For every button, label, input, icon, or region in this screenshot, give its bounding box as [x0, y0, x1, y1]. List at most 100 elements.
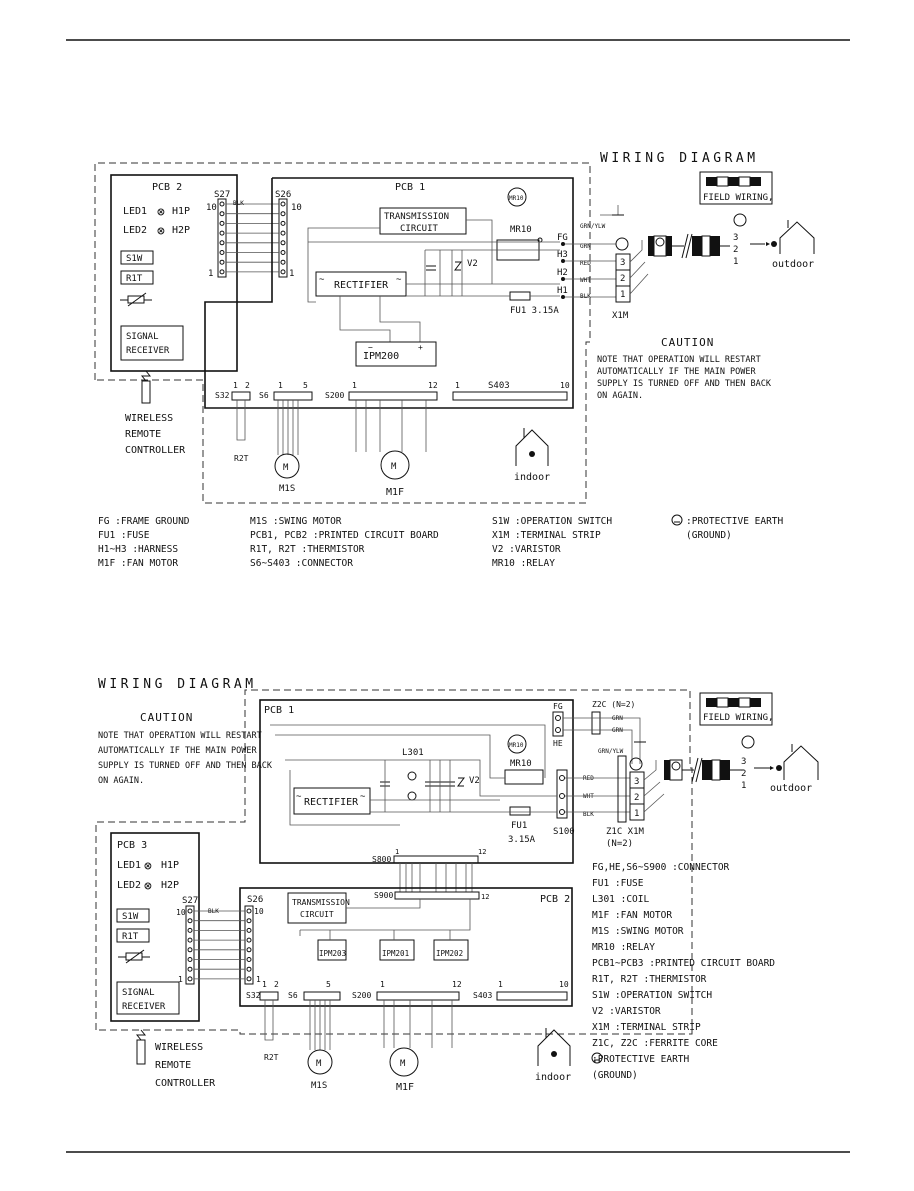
z1c-ferrite-icon [617, 755, 627, 823]
s27-pin [219, 201, 225, 207]
svg-text:(GROUND): (GROUND) [686, 530, 732, 541]
svg-text:1: 1 [634, 809, 639, 819]
bottom-caution-title: CAUTION [140, 711, 193, 724]
svg-text:5: 5 [326, 980, 331, 989]
s26-pin [280, 230, 286, 236]
s27-pin [187, 918, 193, 924]
bottom-mr10-badge: MR10 [509, 742, 524, 749]
thermistor-icon [127, 295, 145, 304]
pcb2-box [110, 174, 238, 372]
svg-text:1: 1 [278, 381, 283, 390]
fu1-label: FU1 3.15A [510, 306, 559, 316]
s27-pin [219, 230, 225, 236]
h2-label: H2 [557, 268, 568, 278]
s26-pin [280, 220, 286, 226]
r2t-label: R2T [234, 454, 249, 463]
z1c-x1m-label: Z1C X1M [606, 827, 645, 837]
bottom-wire-red: RED [583, 775, 594, 782]
s26-pin [246, 966, 252, 972]
svg-text:1: 1 [178, 975, 183, 984]
h1p-label: H1P [172, 206, 190, 217]
pcb1-box [204, 177, 574, 409]
svg-text:SUPPLY IS TURNED OFF AND THEN: SUPPLY IS TURNED OFF AND THEN BACK [98, 761, 273, 771]
s27-pin [187, 947, 193, 953]
ipm202-label: IPM202 [436, 949, 463, 958]
svg-text:1: 1 [208, 269, 213, 279]
bottom-pcb2-box [239, 887, 573, 1007]
svg-text:V2 :VARISTOR: V2 :VARISTOR [592, 1006, 661, 1017]
bottom-rectifier-label: RECTIFIER [304, 797, 359, 808]
bottom-legend: FG,HE,S6~S900 :CONNECTOR FU1 :FUSE L301 … [591, 862, 775, 1081]
s26-pin [246, 918, 252, 924]
bottom-wireless-remote-icon [136, 1039, 146, 1065]
svg-text:M: M [283, 463, 289, 473]
s26-pin [246, 908, 252, 914]
svg-text:1: 1 [289, 269, 294, 279]
s200-connector [348, 391, 438, 401]
bottom-led2-icon: ⊗ [144, 879, 152, 894]
svg-text:REMOTE: REMOTE [125, 429, 161, 440]
bottom-s200-label: S200 [352, 991, 371, 1000]
svg-text:3: 3 [620, 258, 625, 268]
outdoor-label: outdoor [772, 259, 814, 270]
svg-text:X1M :TERMINAL STRIP: X1M :TERMINAL STRIP [592, 1022, 701, 1033]
s100-connector [556, 769, 568, 819]
svg-text:AUTOMATICALLY IF THE MAIN POWE: AUTOMATICALLY IF THE MAIN POWER [98, 746, 258, 756]
svg-text:M1F :FAN MOTOR: M1F :FAN MOTOR [592, 910, 672, 921]
m1s-motor-icon [274, 453, 300, 479]
svg-text:2: 2 [620, 274, 625, 284]
svg-text:PCB1~PCB3 :PRINTED CIRCUIT: PCB1~PCB3 :PRINTED CIRCUIT BOARD [592, 958, 775, 969]
z2c-label: Z2C (N=2) [592, 700, 635, 709]
svg-text:MR10 :RELAY: MR10 :RELAY [592, 942, 655, 953]
svg-text:GRN: GRN [612, 727, 623, 734]
s27-pin [187, 908, 193, 914]
svg-text:(GROUND): (GROUND) [592, 1070, 638, 1081]
ipm203-label: IPM203 [319, 949, 346, 958]
s27-pin [187, 966, 193, 972]
s6-connector [273, 391, 313, 401]
bottom-indoor-house-icon [537, 1029, 571, 1066]
svg-text:1: 1 [352, 381, 357, 390]
bottom-caution-text: NOTE THAT OPERATION WILL RESTART [98, 731, 262, 741]
s27-pin [219, 211, 225, 217]
svg-text:1: 1 [233, 381, 238, 390]
top-title: WIRING DIAGRAM [600, 151, 759, 166]
svg-text:1: 1 [256, 975, 261, 984]
pcb1-label: PCB 1 [395, 182, 425, 193]
bottom-m1f-label: M1F [396, 1082, 414, 1093]
bottom-wire-blk: BLK [583, 811, 594, 818]
bottom-field-wiring-label: FIELD WIRING, [703, 713, 773, 723]
bottom-wiring-diagram: WIRING DIAGRAM CAUTION NOTE THAT OPERATI… [95, 677, 819, 1093]
s27-pin [219, 240, 225, 246]
svg-text:L301 :COIL: L301 :COIL [592, 894, 649, 905]
svg-text:1: 1 [380, 980, 385, 989]
svg-text:GRN/YLW: GRN/YLW [598, 748, 624, 755]
bottom-outdoor-label: outdoor [770, 783, 812, 794]
svg-text:CONTROLLER: CONTROLLER [155, 1078, 216, 1089]
svg-text:SUPPLY IS TURNED OFF AND THEN: SUPPLY IS TURNED OFF AND THEN BACK [597, 379, 772, 389]
svg-text:ON AGAIN.: ON AGAIN. [98, 776, 144, 786]
svg-text::PROTECTIVE EARTH: :PROTECTIVE EARTH [686, 516, 784, 527]
s900-connector [394, 891, 480, 900]
svg-text:AUTOMATICALLY IF THE MAIN POWE: AUTOMATICALLY IF THE MAIN POWER [597, 367, 757, 377]
s26-pin [246, 937, 252, 943]
svg-text:V2 :VARISTOR: V2 :VARISTOR [492, 544, 561, 555]
svg-text:ON AGAIN.: ON AGAIN. [597, 391, 643, 401]
svg-text:10: 10 [254, 907, 264, 916]
svg-text:FU1 :FUSE: FU1 :FUSE [98, 530, 150, 541]
svg-text:~: ~ [360, 792, 366, 802]
s27-connector [217, 198, 227, 278]
s27-pin [187, 957, 193, 962]
svg-text:(N=2): (N=2) [606, 839, 633, 849]
svg-text:2: 2 [741, 769, 746, 779]
s403-connector [452, 391, 568, 401]
s27-label: S27 [214, 190, 230, 200]
svg-text:CIRCUIT: CIRCUIT [300, 910, 334, 919]
bottom-wire-wht: WHT [583, 793, 594, 800]
h1-label: H1 [557, 286, 568, 296]
svg-text:1: 1 [498, 980, 503, 989]
bottom-s26-connector [244, 905, 254, 985]
svg-text:+: + [418, 343, 423, 352]
svg-text:S1W :OPERATION SWITC: S1W :OPERATION SWITCH [592, 990, 712, 1001]
svg-text:CONTROLLER: CONTROLLER [125, 445, 186, 456]
